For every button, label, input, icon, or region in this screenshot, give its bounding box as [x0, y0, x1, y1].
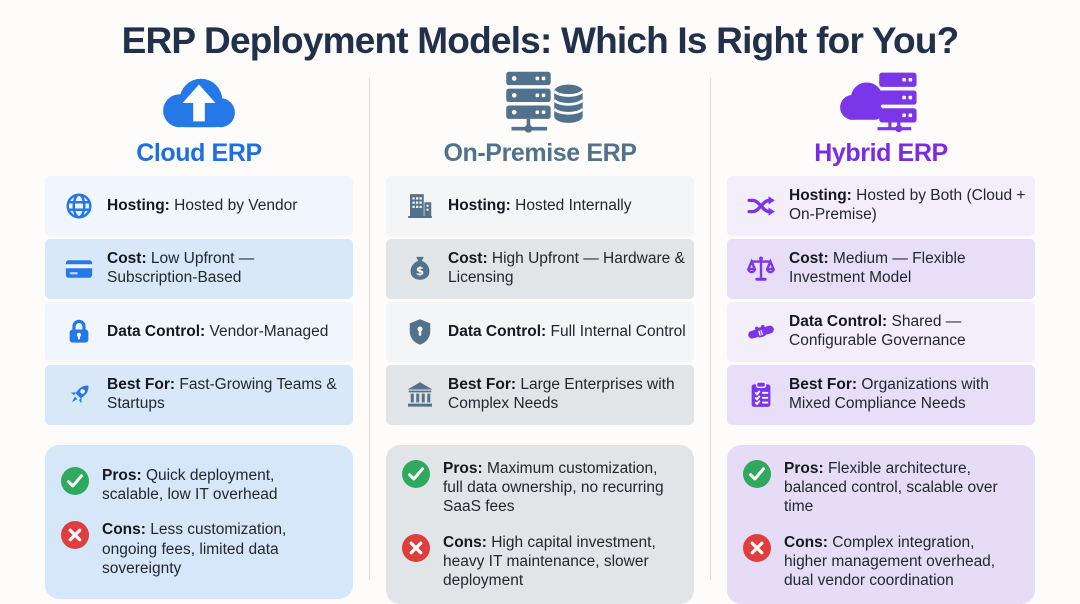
cons-text: Less customization, ongoing fees, limite… — [102, 521, 287, 577]
feature-row-cost: $ Cost: High Upfront — Hardware & Licens… — [386, 239, 694, 299]
hybrid-feature-rows: Hosting: Hosted by Both (Cloud + On-Prem… — [727, 176, 1035, 425]
column-title: On-Premise ERP — [443, 139, 637, 167]
feature-text: Full Internal Control — [550, 322, 686, 340]
pros-row: Pros: Flexible architecture, balanced co… — [742, 459, 1020, 517]
on-premise-feature-rows: Hosting: Hosted Internally $ Cost: High … — [386, 176, 694, 425]
feature-label: Hosting: — [789, 187, 852, 205]
feature-row-cost: Cost: Low Upfront — Subscription-Based — [45, 239, 353, 299]
feature-text: Organizations with Mixed Compliance Need… — [789, 376, 989, 412]
pros-text: Maximum customization, full data ownersh… — [443, 460, 664, 516]
feature-text: Hosted by Vendor — [174, 196, 298, 214]
feature-label: Best For: — [448, 376, 517, 394]
feature-label: Data Control: — [789, 313, 888, 331]
hybrid-pros-cons-card: Pros: Flexible architecture, balanced co… — [727, 445, 1035, 604]
globe-icon — [63, 191, 95, 221]
cons-text: High capital investment, heavy IT mainte… — [443, 533, 656, 590]
check-circle-icon — [60, 466, 90, 501]
feature-text: Shared — Configurable Governance — [789, 313, 966, 349]
credit-card-icon — [63, 254, 95, 284]
on-premise-pros-cons-card: Pros: Maximum customization, full data o… — [386, 445, 694, 604]
cloud-upload-icon — [45, 70, 353, 136]
feature-label: Hosting: — [448, 196, 511, 214]
check-circle-icon — [742, 459, 772, 494]
cons-text: Complex integration, higher management o… — [784, 533, 996, 590]
pros-text: Flexible architecture, balanced control,… — [784, 460, 998, 516]
on-premise-erp-header: On-Premise ERP — [386, 70, 694, 170]
feature-label: Cost: — [448, 250, 488, 268]
hybrid-erp-header: Hybrid ERP — [727, 70, 1035, 170]
money-bag-icon: $ — [404, 254, 436, 284]
x-circle-icon — [401, 533, 431, 568]
feature-row-data-control: Data Control: Full Internal Control — [386, 302, 694, 362]
feature-label: Best For: — [107, 376, 176, 394]
feature-row-hosting: Hosting: Hosted Internally — [386, 176, 694, 236]
column-divider — [710, 78, 711, 581]
feature-text: Vendor-Managed — [209, 322, 329, 340]
feature-row-best-for: Best For: Fast-Growing Teams & Startups — [45, 365, 353, 425]
feature-label: Data Control: — [448, 322, 547, 340]
cons-row: Cons: High capital investment, heavy IT … — [401, 533, 679, 591]
pros-label: Pros: — [102, 466, 142, 484]
cons-row: Cons: Complex integration, higher manage… — [742, 533, 1020, 591]
feature-row-cost: Cost: Medium — Flexible Investment Model — [727, 239, 1035, 299]
rocket-icon — [63, 380, 95, 410]
column-on-premise-erp: On-Premise ERP Hosting: Hosted Internall… — [386, 70, 694, 604]
pros-text: Quick deployment, scalable, low IT overh… — [102, 466, 278, 504]
cons-label: Cons: — [784, 533, 828, 551]
feature-text: Medium — Flexible Investment Model — [789, 250, 966, 286]
feature-text: High Upfront — Hardware & Licensing — [448, 250, 685, 286]
cloud-server-icon — [727, 70, 1035, 136]
feature-label: Cost: — [107, 250, 147, 268]
cloud-feature-rows: Hosting: Hosted by Vendor Cost: Low Upfr… — [45, 176, 353, 425]
feature-text: Low Upfront — Subscription-Based — [107, 250, 255, 286]
pros-label: Pros: — [443, 460, 483, 477]
feature-row-hosting: Hosting: Hosted by Both (Cloud + On-Prem… — [727, 176, 1035, 236]
comparison-columns: Cloud ERP Hosting: Hosted by Vendor Cost… — [0, 70, 1080, 604]
feature-text: Hosted by Both (Cloud + On-Premise) — [789, 187, 1026, 223]
shield-icon — [404, 317, 436, 347]
feature-text: Hosted Internally — [515, 196, 632, 214]
feature-label: Data Control: — [107, 322, 206, 340]
server-database-icon — [386, 70, 694, 136]
feature-row-hosting: Hosting: Hosted by Vendor — [45, 176, 353, 236]
scale-icon — [745, 254, 777, 284]
shuffle-icon — [745, 191, 777, 221]
pros-row: Pros: Maximum customization, full data o… — [401, 459, 679, 517]
feature-text: Large Enterprises with Complex Needs — [448, 376, 675, 412]
pros-label: Pros: — [784, 460, 824, 477]
page-title: ERP Deployment Models: Which Is Right fo… — [121, 20, 960, 61]
svg-text:$: $ — [416, 264, 424, 278]
feature-label: Cost: — [789, 250, 829, 268]
handshake-icon — [745, 317, 777, 347]
column-divider — [369, 78, 370, 581]
feature-row-best-for: Best For: Large Enterprises with Complex… — [386, 365, 694, 425]
bank-icon — [404, 380, 436, 410]
cons-row: Cons: Less customization, ongoing fees, … — [60, 520, 338, 578]
column-title: Cloud ERP — [136, 139, 262, 167]
pros-row: Pros: Quick deployment, scalable, low IT… — [60, 466, 338, 504]
cons-label: Cons: — [102, 521, 146, 539]
feature-row-data-control: Data Control: Vendor-Managed — [45, 302, 353, 362]
feature-label: Hosting: — [107, 196, 170, 214]
office-building-icon — [404, 191, 436, 221]
feature-row-best-for: Best For: Organizations with Mixed Compl… — [727, 365, 1035, 425]
x-circle-icon — [60, 520, 90, 555]
x-circle-icon — [742, 533, 772, 568]
feature-row-data-control: Data Control: Shared — Configurable Gove… — [727, 302, 1035, 362]
lock-icon — [63, 317, 95, 347]
feature-text: Fast-Growing Teams & Startups — [107, 376, 337, 412]
clipboard-icon — [745, 380, 777, 410]
column-hybrid-erp: Hybrid ERP Hosting: Hosted by Both (Clou… — [727, 70, 1035, 604]
column-title: Hybrid ERP — [814, 139, 948, 167]
column-cloud-erp: Cloud ERP Hosting: Hosted by Vendor Cost… — [45, 70, 353, 604]
cloud-pros-cons-card: Pros: Quick deployment, scalable, low IT… — [45, 445, 353, 599]
cons-label: Cons: — [443, 533, 487, 551]
feature-label: Best For: — [789, 376, 858, 394]
check-circle-icon — [401, 459, 431, 494]
cloud-erp-header: Cloud ERP — [45, 70, 353, 170]
